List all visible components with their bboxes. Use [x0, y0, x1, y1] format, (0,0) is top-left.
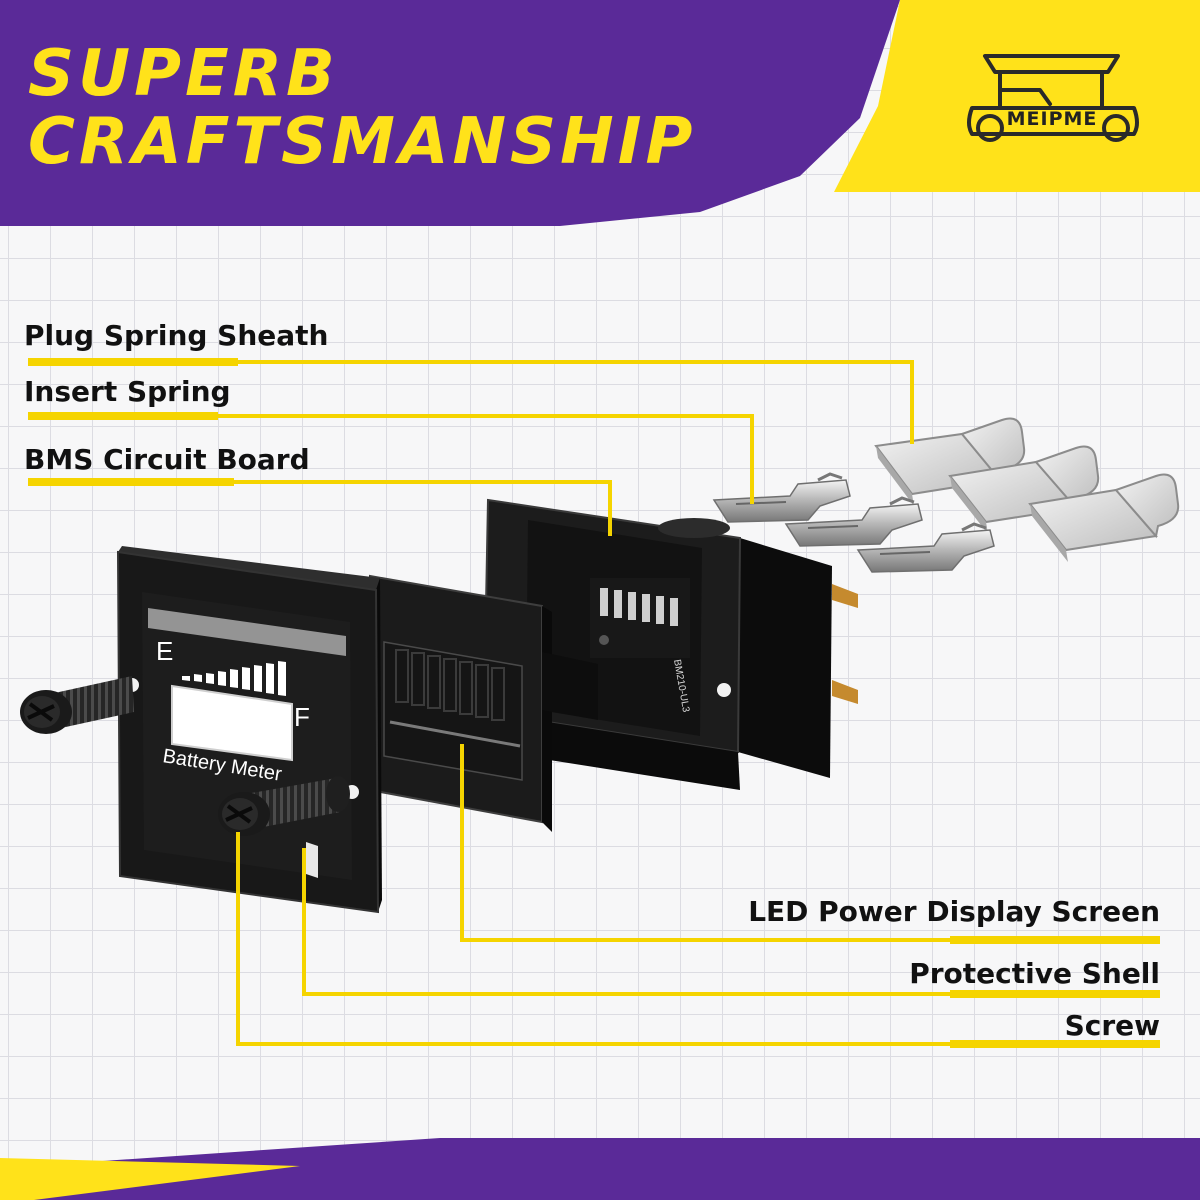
spring-1 — [712, 472, 851, 523]
leader-protective-shell — [302, 848, 1160, 996]
header-yellow-panel — [834, 0, 1200, 192]
spring-3 — [856, 522, 995, 573]
footer-purple-band — [0, 1138, 1200, 1200]
callout-led-power-display-screen: LED Power Display Screen — [748, 895, 1160, 928]
spring-2 — [784, 496, 923, 547]
brand-name: MEIPME — [1006, 108, 1098, 130]
leader-plug-spring-sheath — [28, 360, 914, 444]
insert-springs — [712, 472, 995, 573]
callout-insert-spring: Insert Spring — [24, 375, 231, 408]
gauge-full-label: F — [294, 702, 310, 732]
headline-line-1: SUPERB — [28, 37, 339, 111]
leader-bms-circuit-board — [28, 480, 612, 536]
screw-left — [20, 676, 134, 734]
callout-bms-circuit-board: BMS Circuit Board — [24, 443, 310, 476]
header-purple-band — [0, 0, 900, 226]
callout-plug-spring-sheath: Plug Spring Sheath — [24, 319, 329, 352]
leader-screw — [236, 832, 1160, 1046]
gauge-segment-scale — [182, 661, 286, 696]
gauge-empty-label: E — [156, 636, 173, 666]
screw-right — [218, 776, 350, 836]
led-display-screen — [362, 574, 598, 832]
protective-shell-front-bezel: E F Battery Meter — [116, 546, 382, 914]
sheath-3 — [1028, 473, 1180, 562]
plug-spring-sheaths — [874, 417, 1180, 562]
headline-line-2: CRAFTSMANSHIP — [28, 105, 697, 179]
leader-insert-spring — [28, 414, 754, 504]
leader-led-power-display-screen — [460, 744, 1160, 942]
callout-protective-shell: Protective Shell — [909, 957, 1160, 990]
footer-yellow-strip — [0, 1158, 300, 1200]
callout-screw: Screw — [1064, 1009, 1160, 1042]
